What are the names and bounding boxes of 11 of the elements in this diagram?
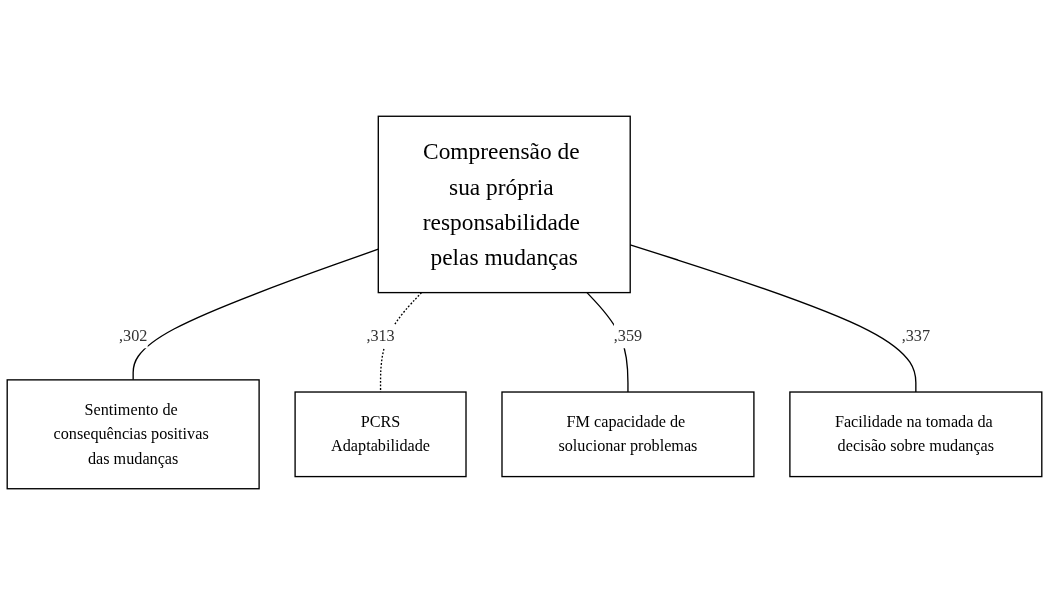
- edge-label: ,337: [901, 326, 931, 345]
- edge-label: ,302: [118, 326, 148, 345]
- node-box: PCRS Adaptabilidade: [294, 391, 467, 478]
- edge-label: ,359: [613, 326, 643, 345]
- node-box: FM capacidade de solucionar problemas: [501, 391, 755, 478]
- node-box: Compreensão de sua própria responsabilidade pelas mudanças: [377, 115, 631, 294]
- connector: [379, 291, 423, 393]
- node-box: Sentimento de consequências positivas das mudanças: [6, 379, 260, 490]
- node-box: Facilidade na tomada da decisão sobre mudanças: [789, 391, 1043, 478]
- edge-label: ,313: [366, 326, 395, 345]
- connector: [132, 248, 379, 381]
